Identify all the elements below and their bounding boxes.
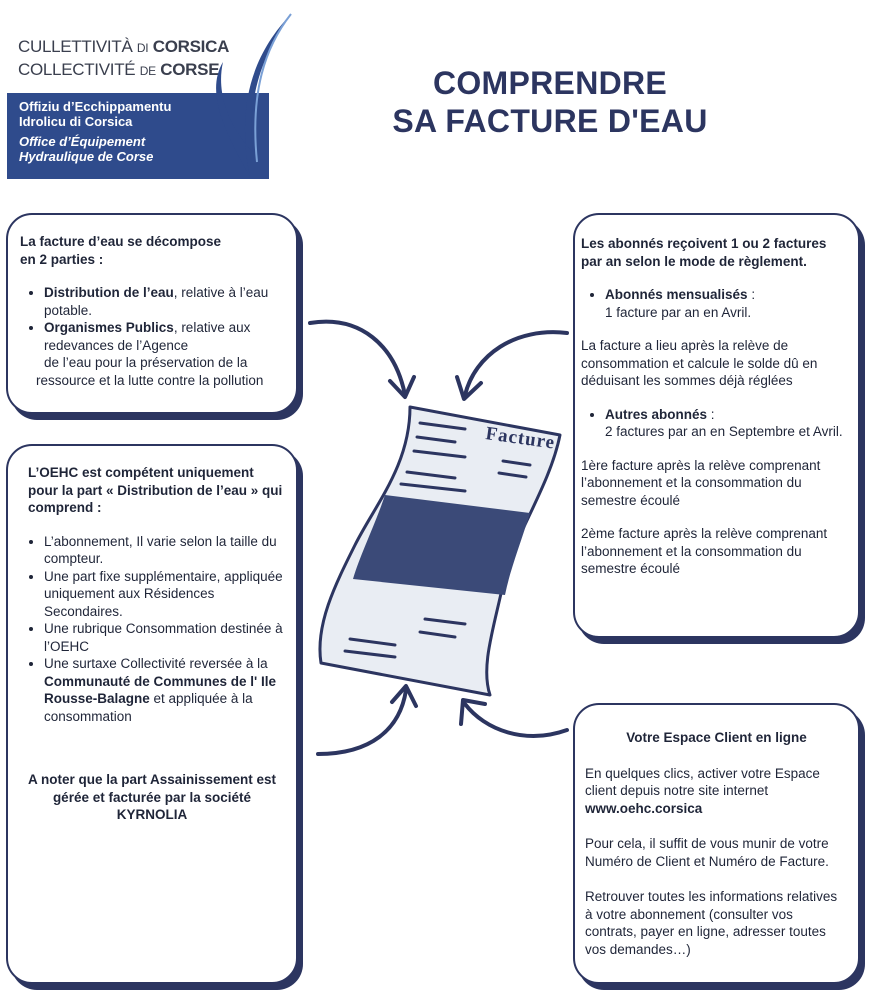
list-item: Une surtaxe Collectivité reversée à la C… [44,655,284,725]
arrow-topright-icon [455,330,569,401]
list-item: Distribution de l’eau, relative à l’eau … [44,284,286,319]
item-text: : [707,406,715,422]
item-bold: Abonnés mensualisés [605,287,748,302]
item-text: de l’eau pour la préservation de la [44,355,248,370]
box-oehc-scope: L’OEHC est compétent uniquement pour la … [6,444,298,984]
logo-band: Offiziu d’Ecchippamentu Idrolicu di Cors… [7,93,269,179]
item-text: Une surtaxe Collectivité reversée à la [44,656,268,671]
assainissement-note: A noter que la part Assainissement est g… [27,772,277,822]
heading-line: en 2 parties : [20,251,104,267]
oehc-list: L’abonnement, Il varie selon la taille d… [20,533,284,726]
item-sub: 2 factures par an en Septembre et Avril. [605,424,843,439]
paragraph: Pour cela, il suffit de vous munir de vo… [585,836,829,869]
logo-band-text: Idrolicu di Corsica [19,114,133,129]
invoice-illustration-icon: Facture [318,405,562,697]
arrow-topleft-icon [308,319,416,399]
logo-word: DE [139,64,156,78]
paragraph: 2ème facture après la relève comprenant … [581,526,828,576]
item-sub: 1 facture par an en Avril. [605,304,752,320]
box-heading: Votre Espace Client en ligne [626,730,807,745]
logo-word: CORSE [160,60,220,79]
item-text: , relative à l’eau potable. [44,285,269,318]
logo-band-text: Office d’Équipement [19,134,146,149]
item-bold: Autres abonnés [605,406,708,422]
item-bold: Distribution de l’eau [44,285,174,300]
item-text: , relative aux redevances de l’Agence [44,320,251,353]
subscribers-list-2: Autres abonnés : [581,406,848,424]
logo-word: CULLETTIVITÀ [18,37,133,56]
paragraph: La facture a lieu après la relève de con… [581,338,818,388]
box-heading: L’OEHC est compétent uniquement pour la … [28,465,283,515]
list-item: Une part fixe supplémentaire, appliquée … [44,568,284,621]
logo-line-french: COLLECTIVITÉ DE CORSE [18,59,229,82]
heading-line: La facture d’eau se décompose [20,234,222,249]
list-item: Autres abonnés : [605,406,848,424]
bill-parts-list: Distribution de l’eau, relative à l’eau … [20,284,286,354]
website-link[interactable]: www.oehc.corsica [585,800,703,816]
logo-swoosh-icon [216,13,292,177]
item-bold: Organismes Publics [44,320,174,335]
box-online-account: Votre Espace Client en ligne En quelques… [573,703,860,984]
item-text: et appliquée à la consommation [44,691,253,724]
box-bill-parts: La facture d’eau se décompose en 2 parti… [6,213,298,414]
logo-band-text: Hydraulique de Corse [19,149,154,164]
subscribers-list-1: Abonnés mensualisés : [581,286,848,304]
paragraph: En quelques clics, activer votre Espace … [585,765,848,818]
paragraph-text: En quelques clics, activer votre Espace … [585,765,820,799]
page-title: COMPRENDRE SA FACTURE D'EAU [380,64,720,140]
title-line: COMPRENDRE [432,65,668,101]
item-text: ressource et la lutte contre la pollutio… [36,372,264,388]
box-subscribers: Les abonnés reçoivent 1 ou 2 factures pa… [573,213,860,638]
paragraph: 1ère facture après la relève comprenant … [581,457,821,508]
logo-word: COLLECTIVITÉ [18,60,136,79]
list-item: Une rubrique Consommation destinée à l’O… [44,620,284,655]
list-item: L’abonnement, Il varie selon la taille d… [44,533,284,568]
logo-word: CORSICA [152,37,230,56]
title-line: SA FACTURE D'EAU [392,103,708,139]
logo-text: CULLETTIVITÀ DI CORSICA COLLECTIVITÉ DE … [18,36,229,82]
arrow-bottomright-icon [459,698,569,738]
list-item: Organismes Publics, relative aux redevan… [44,319,286,354]
box-heading: La facture d’eau se décompose en 2 parti… [20,233,286,268]
item-bold: Communauté de Communes de l' Ile Rousse-… [44,673,276,707]
box-heading: Les abonnés reçoivent 1 ou 2 factures pa… [581,236,827,269]
logo-line-corsican: CULLETTIVITÀ DI CORSICA [18,36,229,59]
logo-word: DI [136,41,149,55]
logo-band-text: Offiziu d’Ecchippamentu [19,99,172,114]
arrow-bottomleft-icon [316,684,418,756]
list-item: Abonnés mensualisés : [605,286,848,304]
paragraph: Retrouver toutes les informations relati… [585,889,838,957]
item-text: : [747,287,756,302]
